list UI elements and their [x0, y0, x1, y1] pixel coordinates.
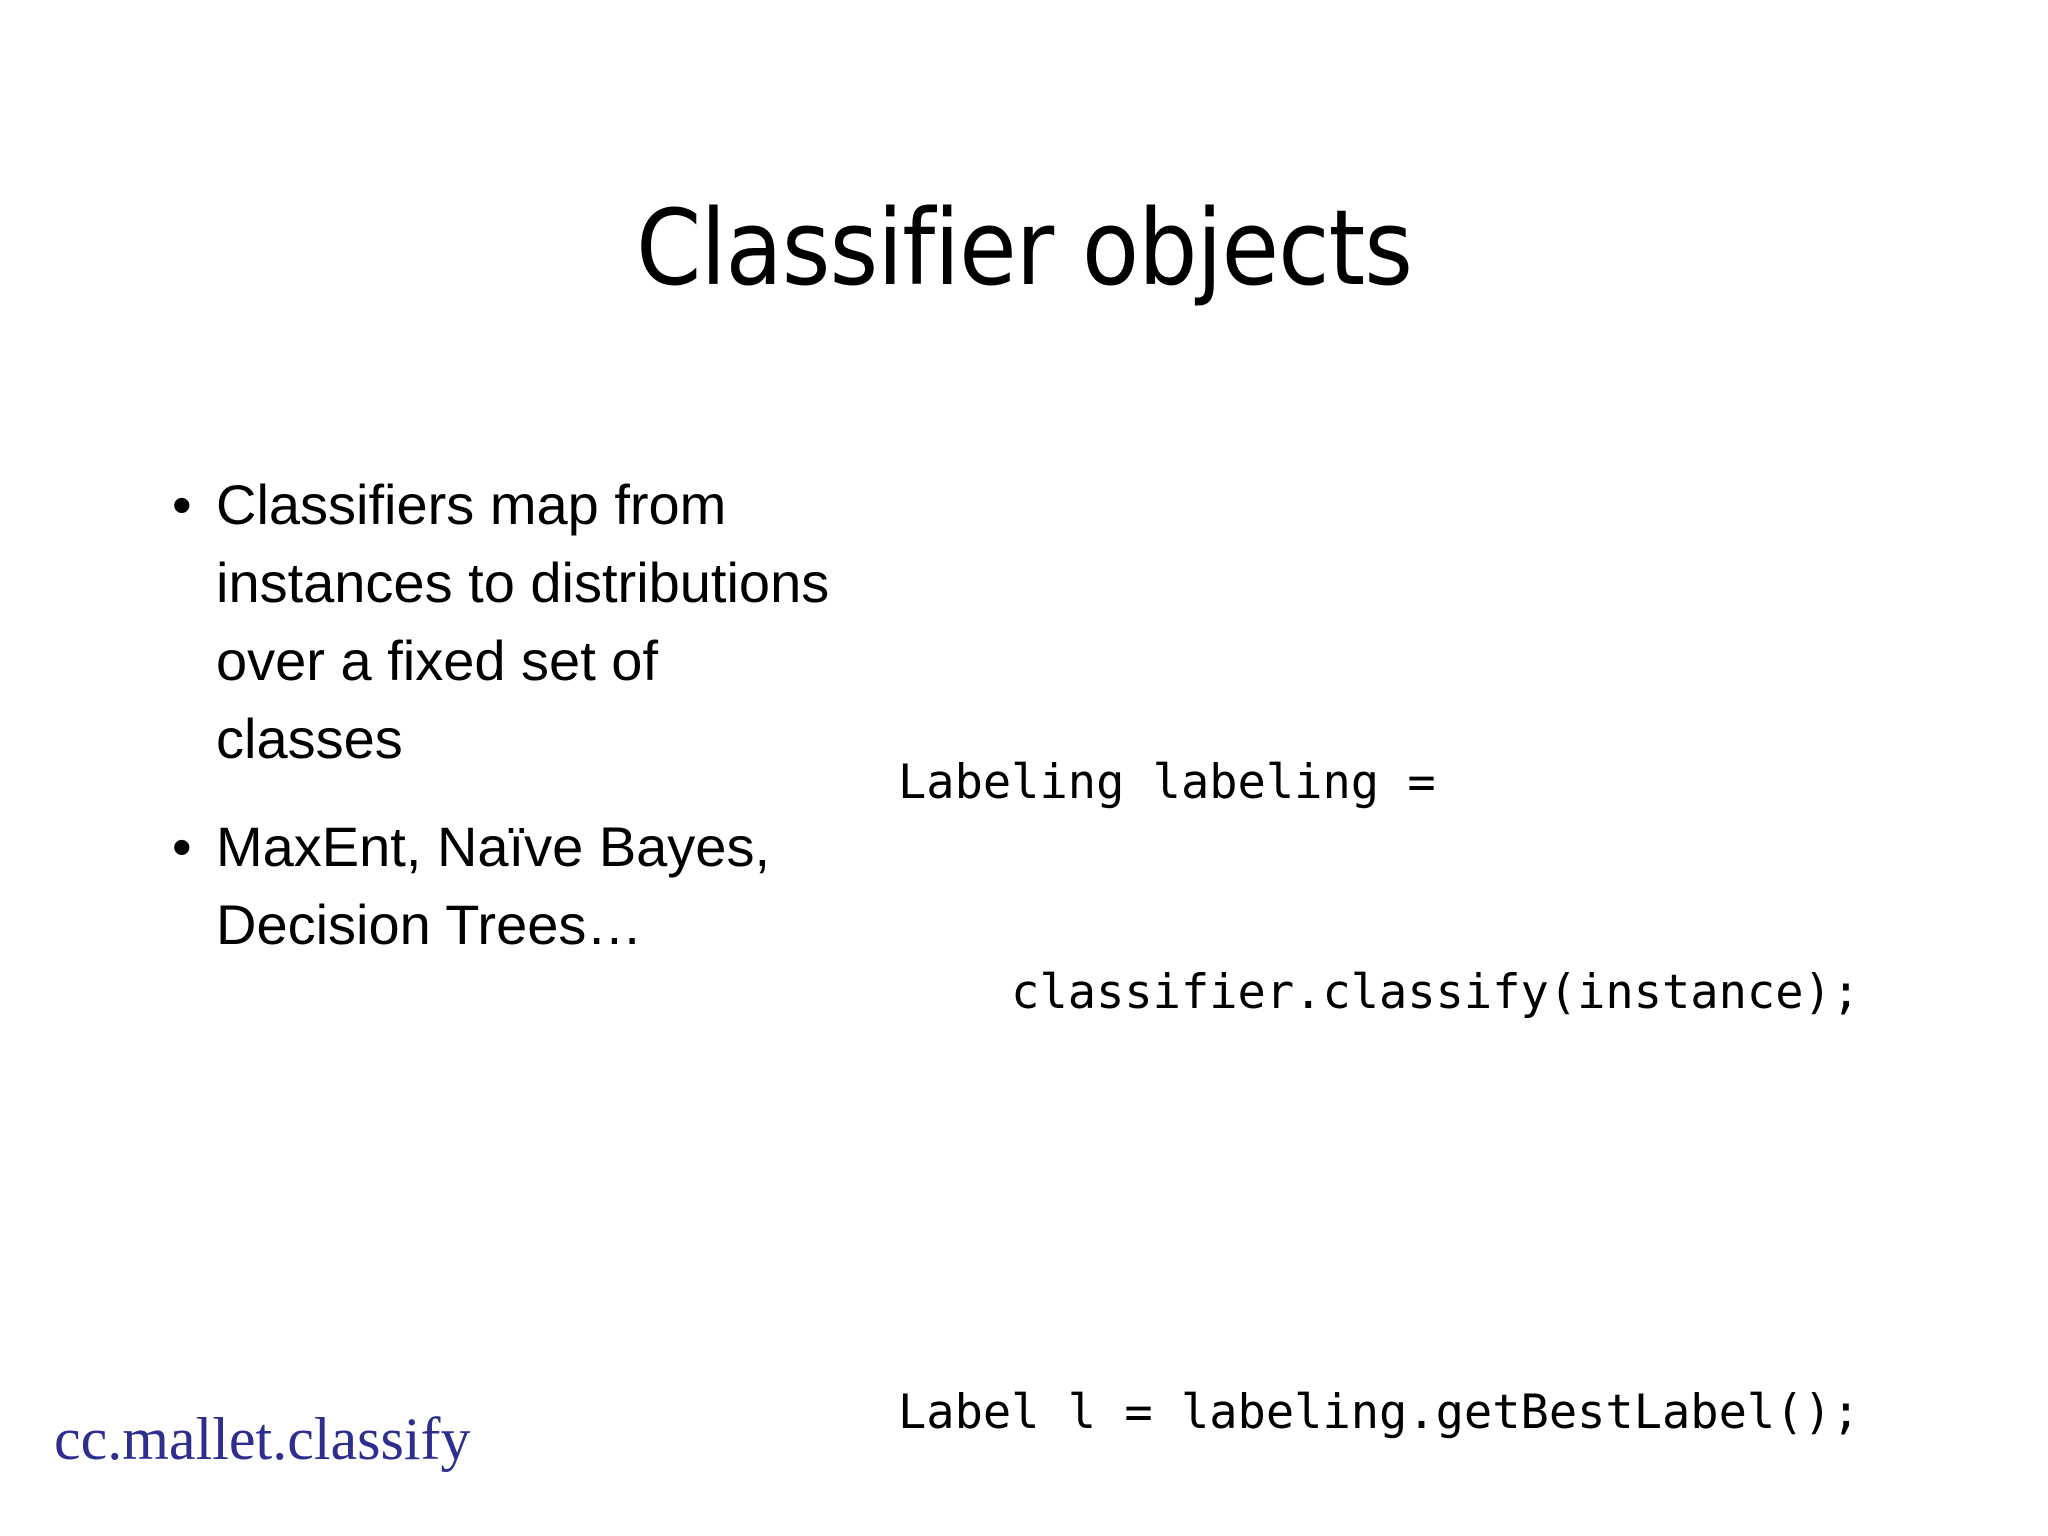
code-line-blank — [898, 1168, 2018, 1238]
bullet-item-label: MaxEnt, Naïve Bayes, Decision Trees… — [216, 815, 771, 956]
code-line: classifier.classify(instance); — [898, 965, 1861, 1020]
list-item: • MaxEnt, Naïve Bayes, Decision Trees… — [150, 808, 850, 964]
page-title: Classifier objects — [636, 187, 1413, 309]
bullet-item-label: Classifiers map from instances to distri… — [216, 473, 830, 770]
code-line: Label l = labeling.getBestLabel(); — [898, 1385, 1861, 1440]
code-snippet: Labeling labeling = classifier.classify(… — [898, 608, 2018, 1536]
bullet-list: • Classifiers map from instances to dist… — [150, 466, 850, 994]
bullet-point-icon: • — [172, 815, 192, 878]
list-item: • Classifiers map from instances to dist… — [150, 466, 850, 778]
package-footer-label: cc.mallet.classify — [54, 1406, 471, 1472]
bullet-point-icon: • — [172, 473, 192, 536]
code-line: Labeling labeling = — [898, 755, 1436, 810]
